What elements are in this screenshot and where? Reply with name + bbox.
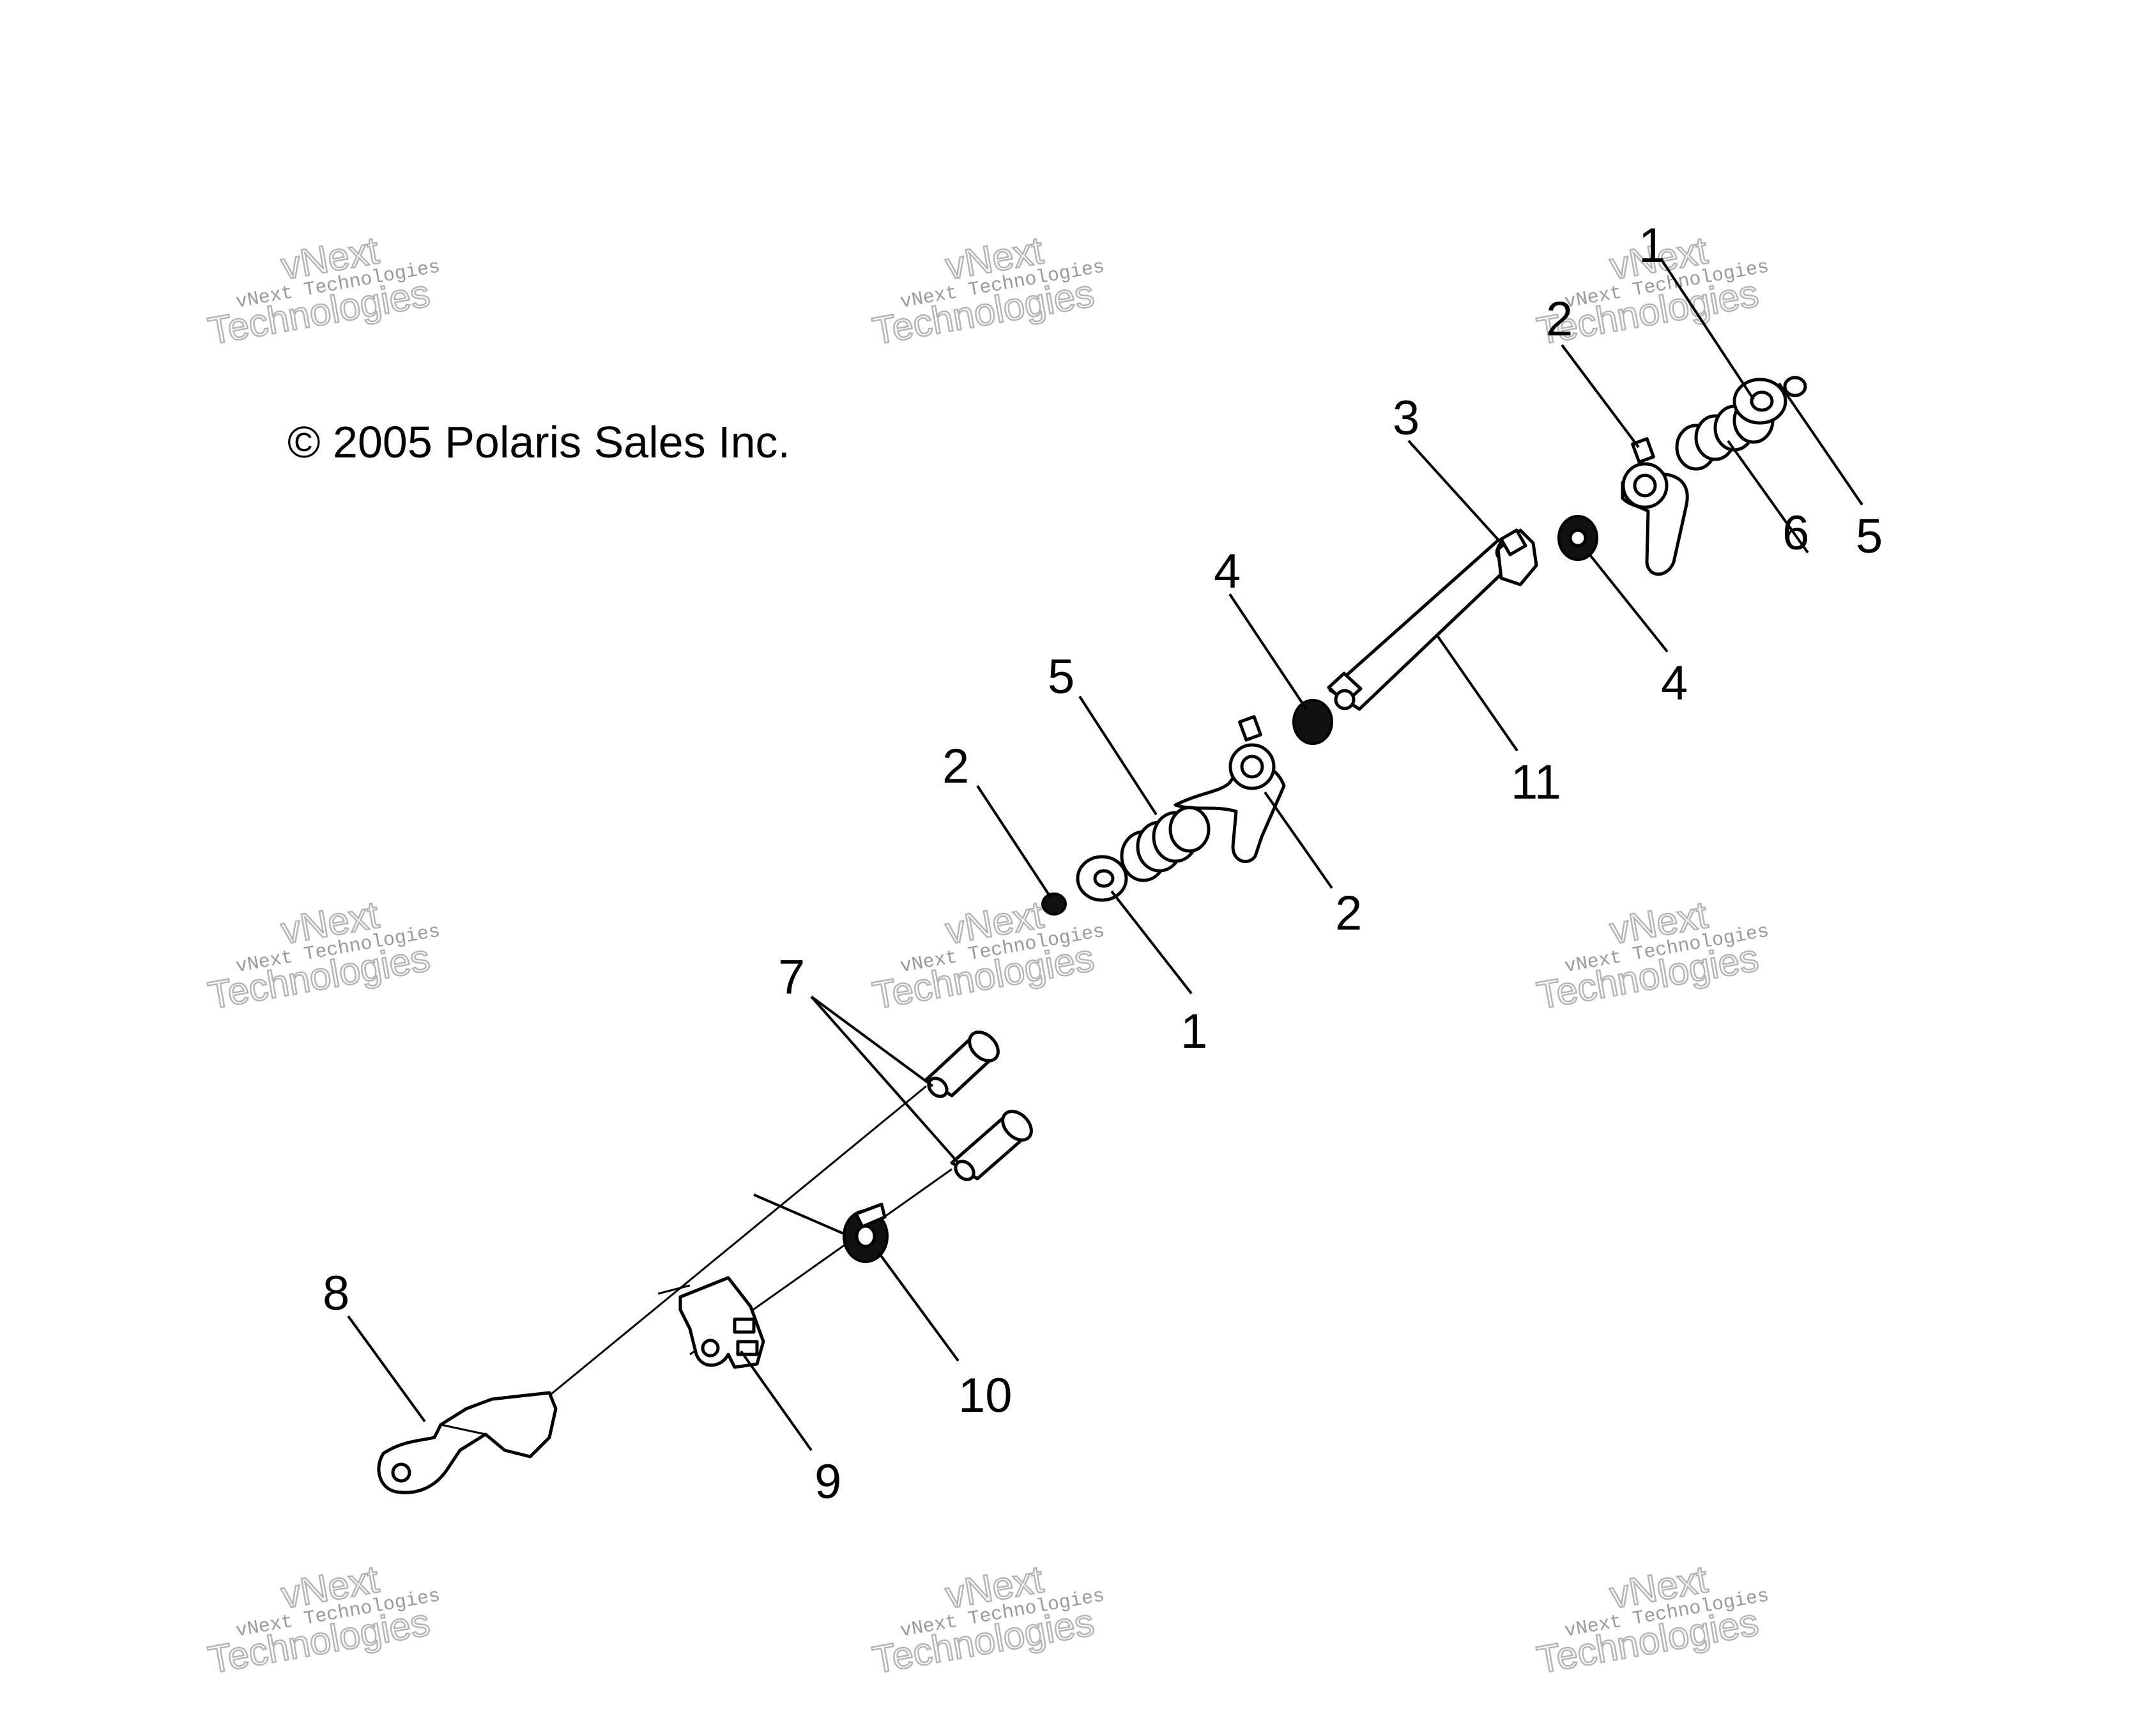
pin-lower <box>950 1110 1033 1181</box>
callout-label: 7 <box>778 950 805 1004</box>
watermark: vNext vNext Technologies Technologies <box>869 1557 1106 1683</box>
washer-upper <box>1732 378 1787 425</box>
callouts: 1 2 3 4 6 5 6 4 11 5 2 1 2 1 7 8 9 10 <box>323 218 1883 1509</box>
callout-label: 1 <box>1639 218 1665 273</box>
watermark: vNext vNext Technologies Technologies <box>204 1557 442 1683</box>
clip-upper <box>1783 376 1807 397</box>
spring-lower <box>1120 806 1211 882</box>
callout-label: 6 <box>1782 506 1809 560</box>
shift-shaft-assembly <box>1041 376 1807 916</box>
watermark: vNext vNext Technologies Technologies <box>204 893 442 1018</box>
watermark: vNext vNext Technologies Technologies <box>869 893 1106 1018</box>
watermark: vNext vNext Technologies Technologies <box>1533 893 1771 1018</box>
shift-arm <box>657 1276 765 1369</box>
watermark: vNext vNext Technologies Technologies <box>1533 1557 1771 1683</box>
return-spring <box>753 1193 889 1263</box>
assembly-line <box>498 1085 927 1439</box>
pin-upper <box>924 1031 1000 1098</box>
callout-label: 10 <box>958 1368 1013 1423</box>
callout-label: 3 <box>1393 391 1419 445</box>
callout-label: 8 <box>323 1266 349 1321</box>
clip-lower <box>1041 893 1067 916</box>
callout-label: 2 <box>1335 886 1362 940</box>
callout-label: 9 <box>814 1455 841 1509</box>
callout-label: 11 <box>1511 755 1561 809</box>
shift-fork-upper <box>1621 437 1689 576</box>
callout-label: 5 <box>1048 650 1074 704</box>
shift-linkage <box>377 1031 1033 1494</box>
shift-fork-mid <box>1496 528 1538 586</box>
shift-fork-lower <box>1174 715 1286 863</box>
watermark: vNext vNext Technologies Technologies <box>869 228 1106 354</box>
leader-lines <box>347 257 1863 1452</box>
callout-label: 4 <box>1214 544 1241 599</box>
spring-lower-dark <box>1292 689 1356 745</box>
copyright-text: © 2005 Polaris Sales Inc. <box>287 417 790 467</box>
callout-label: 4 <box>1661 656 1688 710</box>
washer-lower <box>1076 855 1128 902</box>
callout-label: 1 <box>1181 1004 1207 1059</box>
callout-label: 2 <box>942 739 969 793</box>
spring-mid <box>1557 515 1598 561</box>
shift-shaft <box>1327 534 1523 711</box>
watermark: vNext vNext Technologies Technologies <box>204 228 442 354</box>
shift-lever <box>377 1391 558 1494</box>
callout-label: 5 <box>1856 509 1883 563</box>
callout-label: 2 <box>1546 292 1573 346</box>
